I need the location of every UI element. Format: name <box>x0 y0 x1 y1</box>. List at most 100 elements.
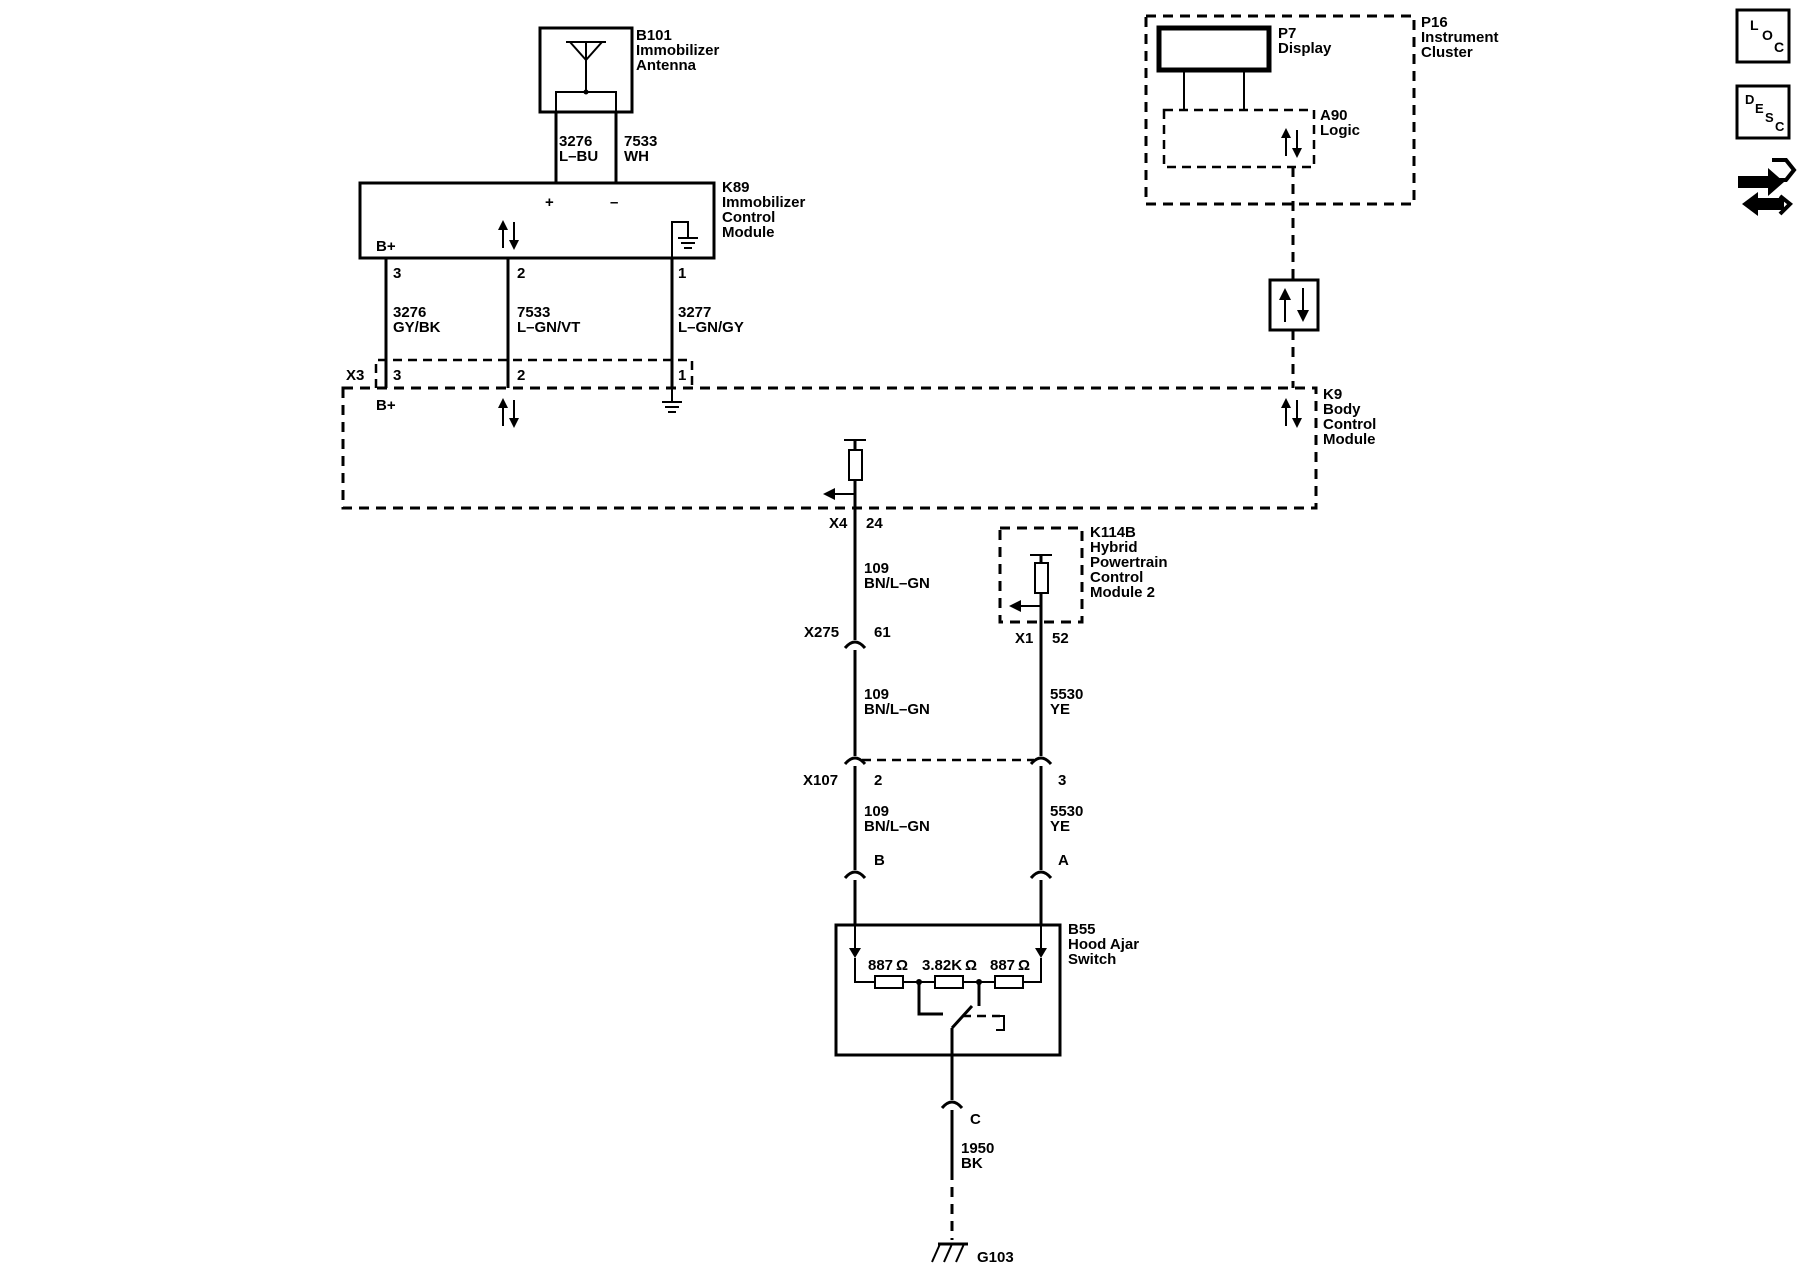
a90-data-arrows-icon <box>1281 128 1302 158</box>
k9-id: K9 <box>1323 386 1342 403</box>
x275-pin: 61 <box>874 624 891 641</box>
k9-ground-icon <box>662 388 682 413</box>
k89-minus: – <box>610 194 618 211</box>
p16-name-line1: Instrument <box>1421 29 1499 46</box>
loc-letter-o: O <box>1762 27 1773 43</box>
x3-pin1: 1 <box>678 367 686 384</box>
k9-pullup-resistor-icon <box>823 439 866 508</box>
g103-id: G103 <box>977 1249 1014 1266</box>
k9-bplus: B+ <box>376 397 396 414</box>
wire-109-seg3-circuit: 109 <box>864 803 889 820</box>
desc-button[interactable]: D E S C <box>1735 84 1791 140</box>
x3-connector: X3 3 2 1 <box>346 358 694 388</box>
b101-name-line2: Antenna <box>636 57 697 74</box>
b55-name-line1: Hood Ajar <box>1068 936 1139 953</box>
x4-pin: 24 <box>866 515 883 532</box>
g103-ground-icon: G103 <box>931 1242 1014 1266</box>
b101-id: B101 <box>636 27 672 44</box>
k114b-id: K114B <box>1090 524 1136 541</box>
b55-pin-c: C <box>970 1111 981 1128</box>
loc-letter-l: L <box>1750 17 1759 33</box>
desc-letter-d: D <box>1745 92 1754 107</box>
p7-display: P7 Display <box>1156 25 1332 110</box>
k89-name-line3: Module <box>722 224 775 241</box>
b55-hood-ajar-switch: 887 Ω 3.82K Ω 887 Ω B55 Hood Ajar Switch <box>834 890 1139 1057</box>
antenna-icon <box>566 41 606 95</box>
desc-letter-s: S <box>1765 110 1774 125</box>
resistor-887-right <box>994 975 1024 989</box>
wire-3277-lgngy-circuit: 3277 <box>678 304 711 321</box>
x107-pin-right: 3 <box>1058 772 1066 789</box>
k9-serial-data-arrows-icon <box>1281 398 1302 428</box>
wire-3276-gybk-color: GY/BK <box>393 319 441 336</box>
p16-instrument-cluster: P16 Instrument Cluster P7 Display A90 Lo… <box>1144 14 1499 206</box>
wire-3276-circuit: 3276 <box>559 133 592 150</box>
wire-109-seg2-circuit: 109 <box>864 686 889 703</box>
wire-3276-gybk-circuit: 3276 <box>393 304 426 321</box>
k89-pin1: 1 <box>678 265 686 282</box>
resistor-887-left <box>874 975 904 989</box>
k89-name-line1: Immobilizer <box>722 194 806 211</box>
p16-id: P16 <box>1421 14 1448 31</box>
k89-name-line2: Control <box>722 209 775 226</box>
loc-button[interactable]: L O C <box>1735 8 1791 64</box>
wire-1950-color: BK <box>961 1155 983 1172</box>
b55-connector-pins: B A <box>843 852 1069 890</box>
a90-logic: A90 Logic <box>1162 107 1360 169</box>
k114b-name-line4: Module 2 <box>1090 584 1155 601</box>
resistor-887-left-label: 887 Ω <box>868 957 908 974</box>
k89-pin3: 3 <box>393 265 401 282</box>
k9-name-line1: Body <box>1323 401 1361 418</box>
wire-3276-color: L–BU <box>559 148 598 165</box>
wire-5530-seg2-circuit: 5530 <box>1050 803 1083 820</box>
loc-letter-c: C <box>1774 39 1784 55</box>
wire-3277-lgngy-color: L–GN/GY <box>678 319 744 336</box>
wire-109-seg2-color: BN/L–GN <box>864 701 930 718</box>
desc-letter-c: C <box>1775 119 1785 134</box>
wrench-arrows-icon[interactable] <box>1738 158 1797 216</box>
wire-1950-circuit: 1950 <box>961 1140 994 1157</box>
wire-5530-seg2-color: YE <box>1050 818 1070 835</box>
k114b-name-line1: Hybrid <box>1090 539 1138 556</box>
x4-id: X4 <box>829 515 848 532</box>
x275-connector: X275 61 <box>804 624 891 660</box>
x3-pin3: 3 <box>393 367 401 384</box>
k9-data-arrows-icon <box>498 398 519 428</box>
b55-pin-a: A <box>1058 852 1069 869</box>
resistor-3-82k <box>934 975 964 989</box>
b101-immobilizer-antenna: B101 Immobilizer Antenna <box>538 26 720 114</box>
k89-id: K89 <box>722 179 750 196</box>
wire-7533-lgnvt-color: L–GN/VT <box>517 319 580 336</box>
wire-109-seg1-color: BN/L–GN <box>864 575 930 592</box>
x1-id: X1 <box>1015 630 1033 647</box>
k89-bplus: B+ <box>376 238 396 255</box>
p7-id: P7 <box>1278 25 1296 42</box>
a90-id: A90 <box>1320 107 1348 124</box>
k89-pin2: 2 <box>517 265 525 282</box>
x3-pin2: 2 <box>517 367 525 384</box>
k89-ground-icon <box>671 221 698 258</box>
b55-name-line2: Switch <box>1068 951 1116 968</box>
desc-letter-e: E <box>1755 101 1764 116</box>
x107-connector: X107 2 3 <box>803 756 1066 789</box>
b101-name-line1: Immobilizer <box>636 42 720 59</box>
k89-immobilizer-control-module: + – B+ K89 Immobilizer Control Module <box>358 179 806 260</box>
p7-name-line1: Display <box>1278 40 1332 57</box>
x107-pin-left: 2 <box>874 772 882 789</box>
x275-id: X275 <box>804 624 839 641</box>
x107-id: X107 <box>803 772 838 789</box>
wire-7533-lgnvt-circuit: 7533 <box>517 304 550 321</box>
wire-109-seg3-color: BN/L–GN <box>864 818 930 835</box>
k89-data-arrows-icon <box>498 220 519 250</box>
switch-contact-closed <box>917 982 943 1016</box>
b55-pin-b: B <box>874 852 885 869</box>
p16-name-line2: Cluster <box>1421 44 1473 61</box>
k114b-hybrid-powertrain-control-module-2: K114B Hybrid Powertrain Control Module 2 <box>998 524 1168 624</box>
k9-body-control-module: B+ K9 <box>341 386 1376 510</box>
k9-name-line3: Module <box>1323 431 1376 448</box>
serial-data-icon <box>1268 278 1320 332</box>
wire-7533-color: WH <box>624 148 649 165</box>
x1-pin: 52 <box>1052 630 1069 647</box>
resistor-3-82k-label: 3.82K Ω <box>922 957 977 974</box>
